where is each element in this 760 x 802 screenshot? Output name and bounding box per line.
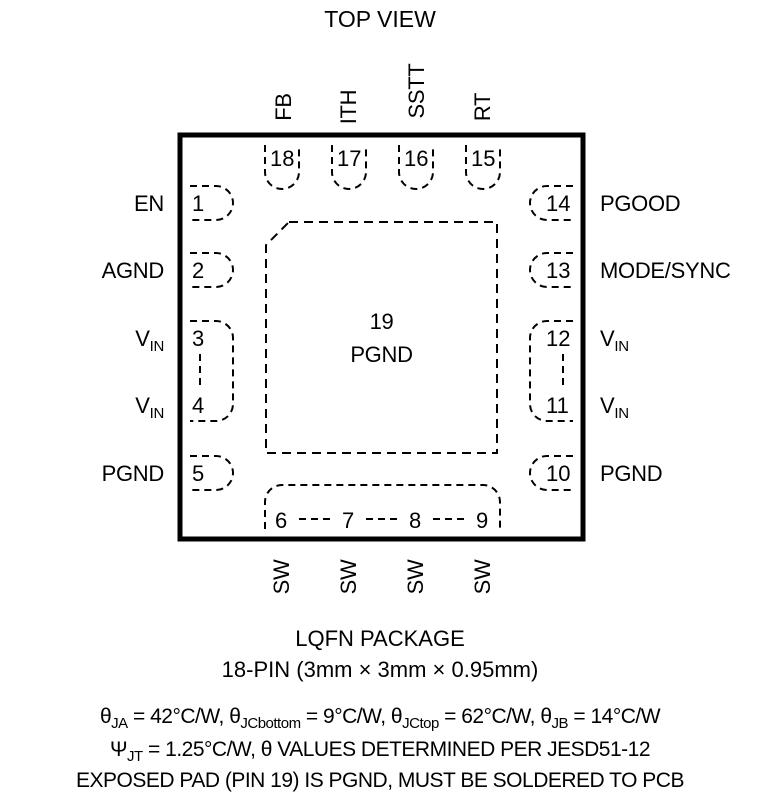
pin-9-name: SW <box>470 559 495 595</box>
pin-3-name: VIN <box>135 326 164 355</box>
pin-16-number: 16 <box>404 146 429 171</box>
exposed-pad-outline <box>265 221 498 454</box>
pin-18-pad <box>264 145 300 190</box>
pin-7-number: 7 <box>342 508 355 533</box>
pin-13-pad <box>529 252 573 288</box>
pin-16-pad <box>398 145 434 190</box>
pin-16-name: SSTT <box>404 63 429 119</box>
pin-5-number: 5 <box>192 461 205 486</box>
pin-6-name: SW <box>269 559 294 595</box>
pin-15-name: RT <box>470 92 495 122</box>
pin-14-name: PGOOD <box>600 191 681 216</box>
package-dimensions: 18-PIN (3mm × 3mm × 0.95mm) <box>221 657 539 682</box>
exposed-pad-number: 19 <box>369 309 394 334</box>
pin-11-12-pad <box>529 320 573 422</box>
pin-18-name: FB <box>271 93 296 121</box>
pin-2-name: AGND <box>101 258 165 283</box>
pin-1-pad <box>190 185 234 221</box>
pin-8-number: 8 <box>409 508 422 533</box>
pin-9-number: 9 <box>476 508 489 533</box>
pin-5-name: PGND <box>101 461 165 486</box>
exposed-pad-name: PGND <box>350 342 413 367</box>
pin-12-number: 12 <box>546 326 571 351</box>
pin-10-number: 10 <box>546 461 571 486</box>
package-outline <box>177 132 586 542</box>
thermal-line-2: ΨJT = 1.25°C/W, θ VALUES DETERMINED PER … <box>109 738 651 765</box>
pin-10-pad <box>529 455 573 491</box>
pin-14-pad <box>529 185 573 221</box>
pin-15-number: 15 <box>471 146 496 171</box>
pin-13-name: MODE/SYNC <box>600 258 731 283</box>
pin-5-pad <box>190 455 234 491</box>
pin-1-number: 1 <box>192 191 205 216</box>
pin-3-number: 3 <box>192 326 205 351</box>
pin-4-number: 4 <box>192 393 205 418</box>
pin-14-number: 14 <box>546 191 571 216</box>
pin-1-name: EN <box>134 191 164 216</box>
pin-3-4-pad <box>190 320 234 422</box>
thermal-line-1: θJA = 42°C/W, θJCbottom = 9°C/W, θJCtop … <box>99 705 661 732</box>
pin-17-pad <box>331 145 367 190</box>
pin-13-number: 13 <box>546 258 571 283</box>
diagram-title: TOP VIEW <box>324 6 436 32</box>
pin-12-name: VIN <box>600 326 629 355</box>
pin-4-name: VIN <box>135 393 164 422</box>
pin-2-pad <box>190 252 234 288</box>
pin-15-pad <box>465 145 501 190</box>
pin-17-name: ITH <box>336 89 361 125</box>
pin-6-number: 6 <box>275 508 288 533</box>
pin-11-number: 11 <box>546 393 569 418</box>
pin-7-name: SW <box>336 559 361 595</box>
pin-18-number: 18 <box>270 146 295 171</box>
pin-10-name: PGND <box>600 461 663 486</box>
pin-8-name: SW <box>403 559 428 595</box>
exposed-pad-note: EXPOSED PAD (PIN 19) IS PGND, MUST BE SO… <box>76 769 684 792</box>
pin-6-9-pad <box>264 484 501 529</box>
pin-17-number: 17 <box>337 146 362 171</box>
pin-2-number: 2 <box>192 258 205 283</box>
pin-11-name: VIN <box>600 393 629 422</box>
package-name: LQFN PACKAGE <box>295 626 465 651</box>
